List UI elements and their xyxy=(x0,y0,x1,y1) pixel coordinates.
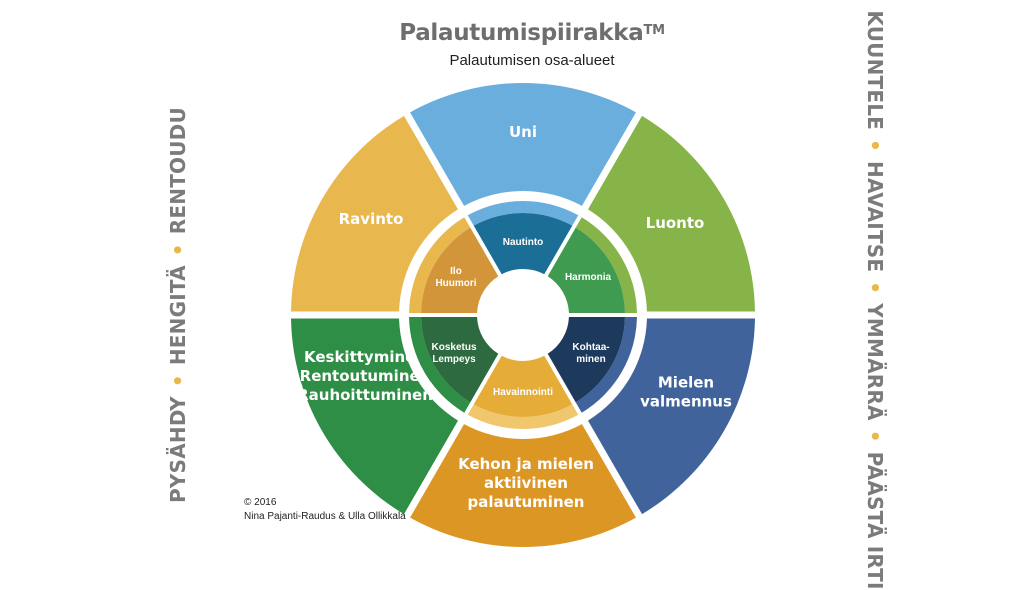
inner-label-ilo: Huumori xyxy=(435,278,476,289)
copyright-year: © 2016 xyxy=(244,497,277,508)
outer-segment-uni: Uni xyxy=(410,83,636,206)
outer-wedge-luonto xyxy=(588,115,755,312)
title-block: PalautumispiirakkaTM xyxy=(0,20,1024,46)
inner-segment-nautinto: Nautinto xyxy=(467,201,579,275)
inner-wedge-havainnointi xyxy=(473,355,573,417)
authors: Nina Pajanti-Raudus & Ulla Ollikkala xyxy=(244,511,406,522)
page-title: PalautumispiirakkaTM xyxy=(399,20,665,46)
center-hub xyxy=(478,270,568,360)
inner-label-kohtaaminen: minen xyxy=(576,354,605,365)
outer-wedge-mielen-valmennus xyxy=(588,318,755,515)
inner-label-nautinto: Nautinto xyxy=(503,237,544,248)
outer-label-kehon-ja-mielen: aktiivinen xyxy=(484,474,568,492)
inner-band-havainnointi xyxy=(467,404,579,429)
inner-segment-kohtaaminen: Kohtaa-minen xyxy=(547,317,637,413)
inner-band-harmonia xyxy=(575,217,637,313)
inner-label-havainnointi: Havainnointi xyxy=(493,387,553,398)
outer-segment-ravinto: Ravinto xyxy=(291,115,458,312)
inner-wedge-harmonia xyxy=(547,227,625,313)
inner-wedge-kosketus xyxy=(421,317,499,403)
inner-label-harmonia: Harmonia xyxy=(565,272,612,283)
inner-band-kohtaaminen xyxy=(575,317,637,413)
inner-label-kohtaaminen: Kohtaa- xyxy=(572,342,609,353)
outer-label-kehon-ja-mielen: Kehon ja mielen xyxy=(458,455,594,473)
inner-segment-harmonia: Harmonia xyxy=(547,217,637,313)
outer-wedge-kehon-ja-mielen xyxy=(410,424,636,547)
outer-label-keskittyminen: Rentoutuminen xyxy=(300,367,431,385)
inner-band-nautinto xyxy=(467,201,579,226)
inner-band-ilo xyxy=(409,217,471,313)
inner-segment-havainnointi: Havainnointi xyxy=(467,355,579,429)
inner-band-kosketus xyxy=(409,317,471,413)
outer-label-keskittyminen: Rauhoittuminen xyxy=(297,386,433,404)
inner-label-ilo: Ilo xyxy=(450,266,462,277)
outer-label-mielen-valmennus: Mielen xyxy=(658,374,714,392)
outer-segment-luonto: Luonto xyxy=(588,115,755,312)
copyright-credit: © 2016 Nina Pajanti-Raudus & Ulla Ollikk… xyxy=(244,496,406,524)
outer-label-ravinto: Ravinto xyxy=(339,210,404,228)
outer-label-luonto: Luonto xyxy=(646,214,705,232)
outer-label-kehon-ja-mielen: palautuminen xyxy=(468,493,585,511)
page-subtitle: Palautumisen osa-alueet xyxy=(449,52,615,69)
inner-label-kosketus: Kosketus xyxy=(431,342,476,353)
inner-wedge-kohtaaminen xyxy=(547,317,625,403)
outer-wedge-uni xyxy=(410,83,636,206)
inner-wedge-ilo xyxy=(421,227,499,313)
outer-label-keskittyminen: Keskittyminen xyxy=(304,348,426,366)
outer-label-mielen-valmennus: valmennus xyxy=(640,393,732,411)
inner-label-kosketus: Lempeys xyxy=(432,354,476,365)
outer-wedge-ravinto xyxy=(291,115,458,312)
inner-wedge-nautinto xyxy=(473,213,573,275)
outer-label-uni: Uni xyxy=(509,123,537,141)
outer-wedge-keskittyminen xyxy=(291,318,458,515)
